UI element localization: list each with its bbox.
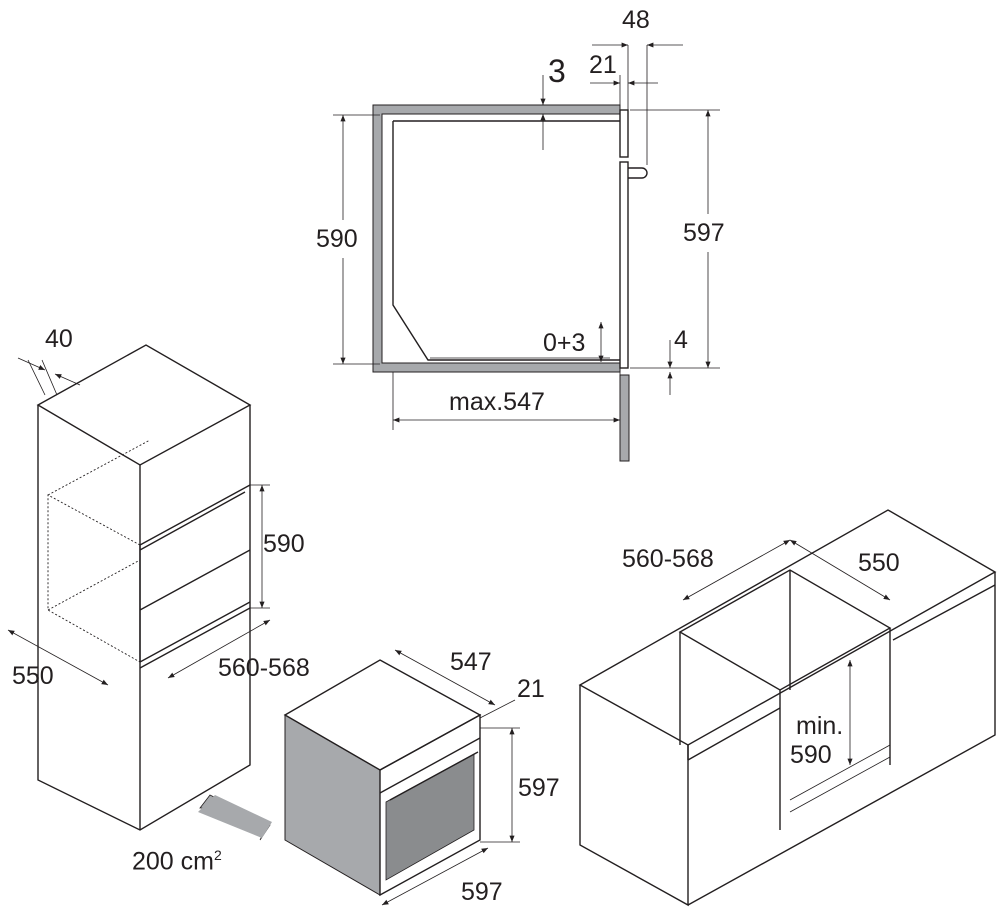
vent-area-unit: 2: [213, 847, 222, 863]
oven-drawing: [283, 649, 520, 906]
oven-dim-21-label: 21: [517, 675, 545, 703]
tall-dim-590-label: 590: [263, 530, 305, 558]
oven-window: [385, 753, 475, 881]
tall-dim-560-568-label: 560-568: [218, 654, 310, 682]
dim-max547-label: max.547: [449, 388, 545, 416]
dim-590-label: 590: [316, 225, 358, 253]
tall-dim-550-label: 550: [12, 662, 54, 690]
tall-dim-40-label: 40: [45, 325, 73, 353]
dim-21-label: 21: [589, 51, 617, 79]
lower-front-panel: [619, 374, 630, 462]
vent-area-label: 200 cm2: [132, 848, 222, 874]
vent-area-value: 200 cm: [132, 847, 214, 876]
base-dim-min-label: min.: [796, 712, 844, 740]
oven-dim-597-height-label: 597: [518, 774, 560, 802]
tall-cabinet-drawing: [7, 344, 272, 841]
oven-body-outline: [392, 120, 620, 361]
dim-597-label: 597: [683, 219, 725, 247]
base-dim-590-label: 590: [790, 741, 832, 769]
door-handle: [628, 167, 648, 179]
oven-dim-597-width-label: 597: [461, 878, 503, 906]
dim-48-label: 48: [622, 6, 650, 34]
section-view: [333, 42, 720, 462]
dim-3-label: 3: [548, 53, 566, 89]
dim-0-3-label: 0+3: [543, 329, 586, 357]
oven-dim-547-label: 547: [450, 648, 492, 676]
oven-door: [619, 161, 629, 369]
oven-control-panel: [619, 109, 629, 158]
base-cabinet-drawing: [578, 509, 997, 907]
dim-4-label: 4: [674, 326, 688, 354]
base-dim-550-label: 550: [858, 549, 900, 577]
base-dim-560-568-label: 560-568: [622, 545, 714, 573]
